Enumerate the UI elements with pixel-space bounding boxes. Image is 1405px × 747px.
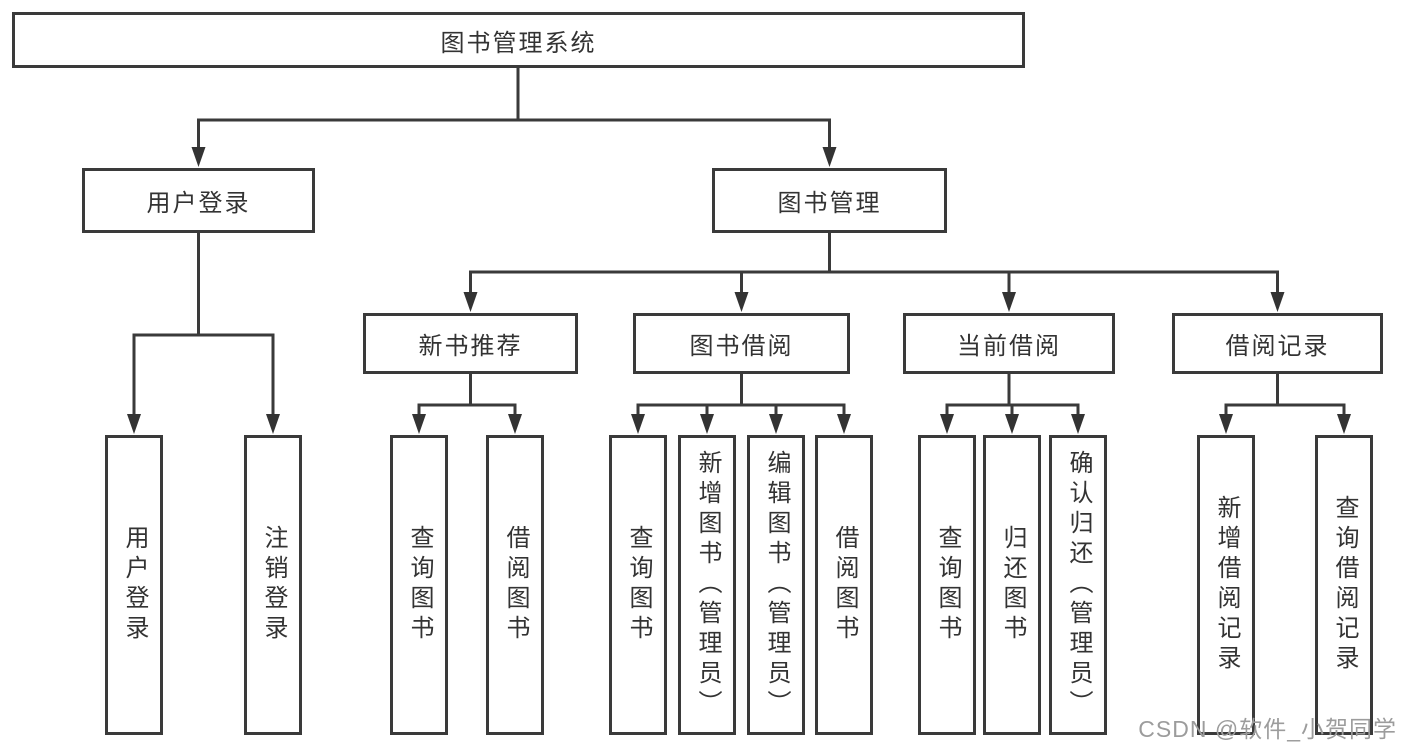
arrow-down-icon xyxy=(463,292,478,312)
arrow-down-icon xyxy=(700,414,714,434)
node-label: 新增借阅记录 xyxy=(1213,495,1240,675)
node-label: 注销登录 xyxy=(260,525,287,645)
leaf-edit-books-admin: 编辑图书（管理员） xyxy=(747,435,805,735)
connector-current-borrow-to-children xyxy=(945,403,1080,417)
node-library-management-system: 图书管理系统 xyxy=(12,12,1025,68)
arrow-down-icon xyxy=(1005,414,1019,434)
node-label: 用户登录 xyxy=(121,525,148,645)
node-label: 新增图书（管理员） xyxy=(694,450,721,720)
node-label: 查询图书 xyxy=(625,525,652,645)
node-borrowing-records: 借阅记录 xyxy=(1172,313,1383,374)
node-current-borrowing: 当前借阅 xyxy=(903,313,1115,374)
connector-root-to-level2 xyxy=(197,118,831,149)
leaf-query-books: 查询图书 xyxy=(609,435,667,735)
arrow-down-icon xyxy=(266,414,280,434)
arrow-down-icon xyxy=(1219,414,1233,434)
leaf-add-borrow-record: 新增借阅记录 xyxy=(1197,435,1255,735)
leaf-query-books: 查询图书 xyxy=(918,435,976,735)
connector-book-borrow-to-children xyxy=(636,403,846,417)
node-label: 借阅记录 xyxy=(1225,333,1330,360)
leaf-borrow-books: 借阅图书 xyxy=(815,435,873,735)
node-label: 图书管理 xyxy=(777,190,882,217)
arrow-down-icon xyxy=(837,414,851,434)
arrow-down-icon xyxy=(1002,292,1016,312)
arrow-down-icon xyxy=(734,292,749,312)
node-label: 借阅图书 xyxy=(831,525,858,645)
arrow-down-icon xyxy=(508,414,522,434)
leaf-borrow-books: 借阅图书 xyxy=(486,435,544,735)
arrow-down-icon xyxy=(769,414,783,434)
node-label: 借阅图书 xyxy=(502,525,529,645)
arrow-down-icon xyxy=(631,414,645,434)
node-label: 编辑图书（管理员） xyxy=(763,450,790,720)
connector-new-book-to-children xyxy=(417,403,517,417)
leaf-query-books: 查询图书 xyxy=(390,435,448,735)
connector-user-login-to-children xyxy=(132,333,275,417)
arrow-down-icon xyxy=(1071,414,1085,434)
arrow-down-icon xyxy=(412,414,426,434)
leaf-confirm-return-admin: 确认归还（管理员） xyxy=(1049,435,1107,735)
arrow-down-icon xyxy=(127,414,141,434)
arrow-down-icon xyxy=(1337,414,1351,434)
leaf-query-borrow-record: 查询借阅记录 xyxy=(1315,435,1373,735)
node-label: 用户登录 xyxy=(146,190,251,217)
connector-records-to-children xyxy=(1224,403,1346,417)
node-book-management: 图书管理 xyxy=(712,168,947,233)
node-user-login: 用户登录 xyxy=(82,168,315,233)
leaf-user-login: 用户登录 xyxy=(105,435,163,735)
node-label: 查询图书 xyxy=(934,525,961,645)
node-label: 查询借阅记录 xyxy=(1331,495,1358,675)
node-label: 图书管理系统 xyxy=(440,29,597,57)
node-label: 图书借阅 xyxy=(689,333,794,360)
leaf-add-books-admin: 新增图书（管理员） xyxy=(678,435,736,735)
node-label: 查询图书 xyxy=(406,525,433,645)
node-label: 确认归还（管理员） xyxy=(1065,450,1092,720)
node-label: 当前借阅 xyxy=(957,333,1061,360)
node-book-borrowing: 图书借阅 xyxy=(633,313,850,374)
leaf-logout: 注销登录 xyxy=(244,435,302,735)
leaf-return-books: 归还图书 xyxy=(983,435,1041,735)
node-label: 新书推荐 xyxy=(418,333,523,360)
watermark: CSDN @软件_小贺同学 xyxy=(1138,716,1397,742)
arrow-down-icon xyxy=(1270,292,1285,312)
node-new-book-recommendation: 新书推荐 xyxy=(363,313,578,374)
arrow-down-icon xyxy=(822,147,837,167)
node-label: 归还图书 xyxy=(999,525,1026,645)
connector-book-mgmt-to-level3 xyxy=(469,270,1279,294)
arrow-down-icon xyxy=(191,147,206,167)
arrow-down-icon xyxy=(940,414,954,434)
